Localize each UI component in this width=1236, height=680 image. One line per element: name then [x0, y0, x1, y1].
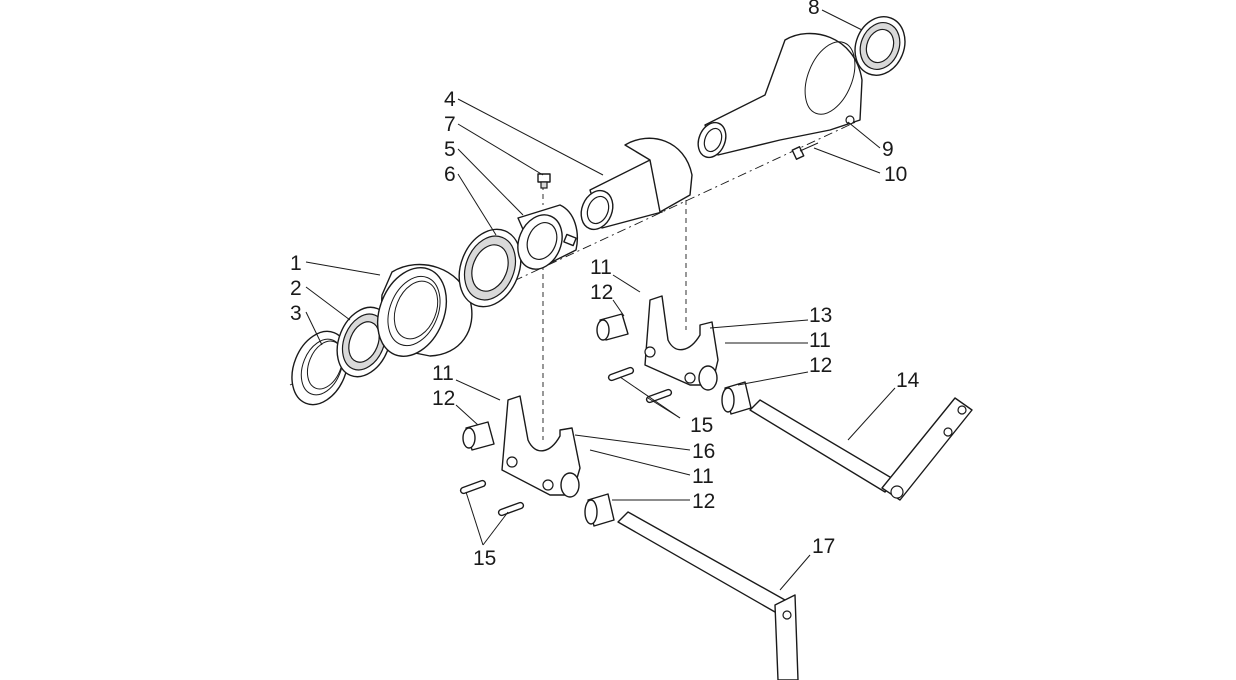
callout-4: 4 — [444, 88, 456, 111]
part-12-bushing-upper-left — [596, 313, 629, 341]
part-16-lower-fork — [501, 395, 581, 498]
part-8-bearing — [854, 16, 906, 76]
part-4-guide-tube — [580, 137, 693, 231]
callout-17: 17 — [812, 535, 835, 558]
callout-5: 5 — [444, 138, 456, 161]
callout-15-upper: 15 — [690, 414, 713, 437]
callout-11-lower: 11 — [432, 362, 454, 385]
part-6-thrust-bearing — [458, 228, 522, 308]
callout-2: 2 — [290, 277, 302, 300]
part-13-upper-fork — [644, 295, 719, 391]
part-12-bushing-upper-right — [721, 381, 752, 415]
callout-12-lower: 12 — [432, 387, 455, 410]
part-17-lower-shift-rod — [617, 511, 799, 680]
part-15-pin-upper-a — [607, 366, 635, 382]
part-15-pin-lower-b — [497, 501, 525, 517]
part-10-bolt — [791, 142, 819, 160]
part-1-release-ring — [376, 263, 473, 358]
callout-1: 1 — [290, 252, 302, 275]
part-14-upper-shift-rod — [749, 397, 973, 501]
callout-3: 3 — [290, 302, 302, 325]
callout-14: 14 — [896, 369, 920, 392]
callout-9: 9 — [882, 138, 894, 161]
part-12-bushing-lower-left — [462, 421, 495, 451]
part-5-sleeve-carrier — [517, 204, 578, 270]
callout-10: 10 — [884, 163, 907, 186]
part-12-bushing-lower-right — [584, 493, 615, 527]
callout-6: 6 — [444, 163, 456, 186]
callout-16: 16 — [692, 440, 715, 463]
callout-12-upper: 12 — [590, 281, 613, 304]
callout-8: 8 — [808, 0, 820, 19]
part-3-seal-ring — [291, 330, 349, 406]
part-15-pin-upper-b — [645, 388, 673, 404]
part-7-screw — [537, 173, 551, 189]
part-9-housing — [697, 32, 863, 159]
callout-11-upper-right: 11 — [809, 329, 831, 352]
callout-11-upper: 11 — [590, 256, 612, 279]
callout-11-lower-right: 11 — [692, 465, 714, 488]
leader-lines — [305, 9, 896, 591]
callout-13: 13 — [809, 304, 832, 327]
callout-12-lower-right: 12 — [692, 490, 715, 513]
callout-12-upper-right: 12 — [809, 354, 832, 377]
part-15-pin-lower-a — [459, 479, 487, 495]
callout-15-lower: 15 — [473, 547, 496, 570]
callout-7: 7 — [444, 113, 456, 136]
